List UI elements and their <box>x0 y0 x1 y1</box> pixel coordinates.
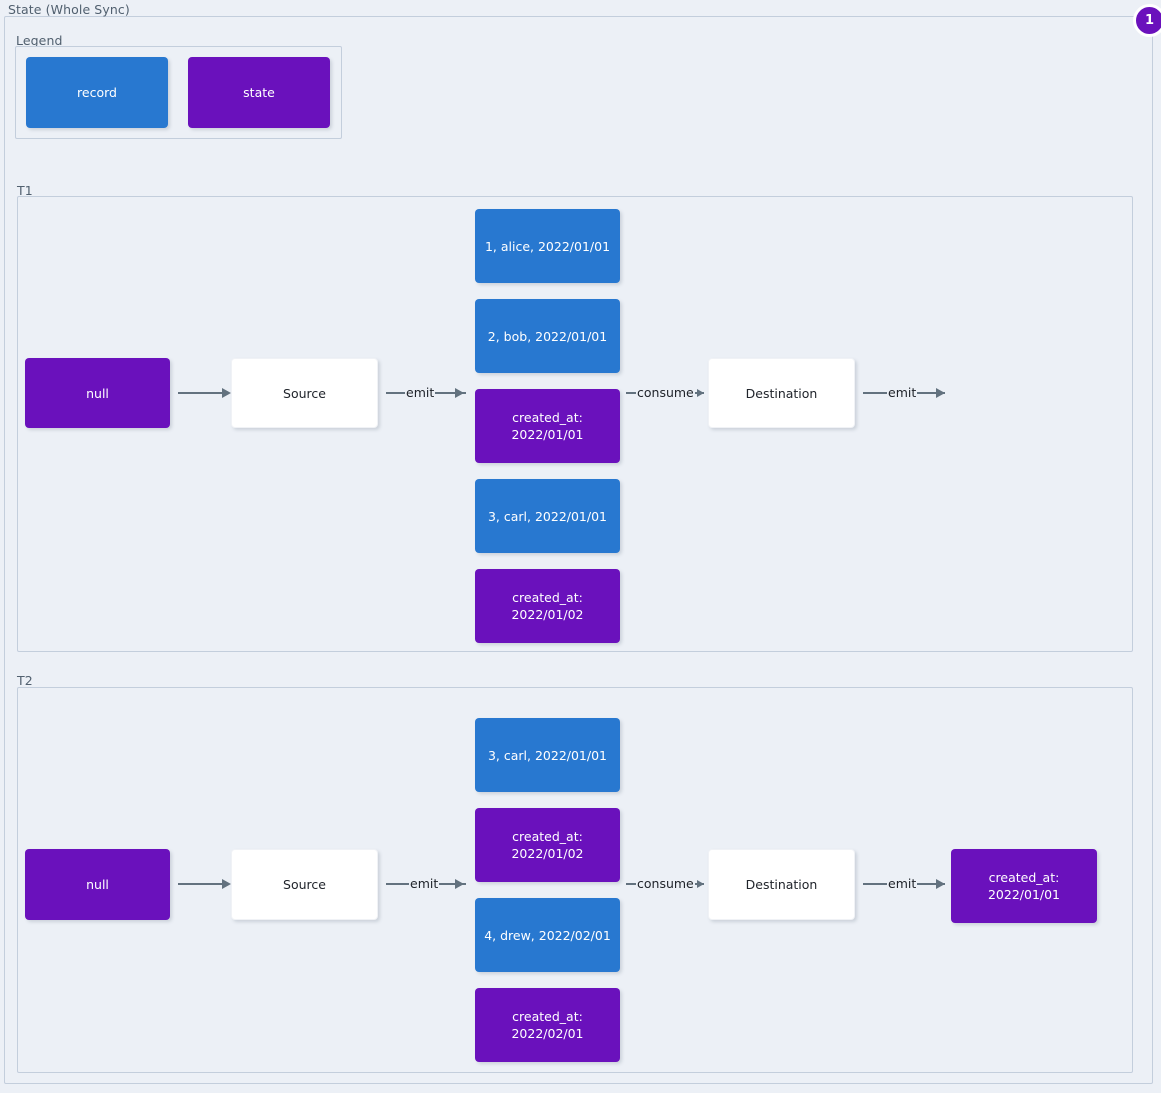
t1-initial-state-node: null <box>25 358 170 428</box>
step-badge[interactable]: 1 <box>1133 4 1161 37</box>
t1-edge-label-consume: consume <box>636 385 695 400</box>
t1-state-node-1: created_at: 2022/01/01 <box>475 389 620 463</box>
t1-arrowhead-1 <box>222 388 231 398</box>
t2-edge-state-to-source <box>178 883 224 885</box>
t2-arrowhead-1 <box>222 879 231 889</box>
t2-edge-label-consume: consume <box>636 876 695 891</box>
t1-record-node-3: 3, carl, 2022/01/01 <box>475 479 620 553</box>
legend-swatch-state: state <box>188 57 330 128</box>
t1-edge-label-emit: emit <box>405 385 436 400</box>
t1-record-node-1: 1, alice, 2022/01/01 <box>475 209 620 283</box>
t2-record-node-2: 4, drew, 2022/02/01 <box>475 898 620 972</box>
t1-arrowhead-2 <box>455 388 464 398</box>
t2-initial-state-node: null <box>25 849 170 920</box>
t2-source-node: Source <box>231 849 378 920</box>
t2-arrowhead-2 <box>455 879 464 889</box>
diagram-title: State (Whole Sync) <box>8 2 130 17</box>
t2-edge-label-emit: emit <box>409 876 440 891</box>
t1-arrowhead-3 <box>697 389 704 397</box>
t2-arrowhead-4 <box>936 879 945 889</box>
t2-record-node-1: 3, carl, 2022/01/01 <box>475 718 620 792</box>
t1-record-node-2: 2, bob, 2022/01/01 <box>475 299 620 373</box>
t2-edge-label-emit-2: emit <box>887 876 918 891</box>
t2-arrowhead-3 <box>697 880 704 888</box>
t1-arrowhead-4 <box>936 388 945 398</box>
t2-state-node-2: created_at: 2022/02/01 <box>475 988 620 1062</box>
legend-label: Legend <box>16 33 63 48</box>
section-label-t1: T1 <box>17 183 33 198</box>
t1-source-node: Source <box>231 358 378 428</box>
t1-edge-label-emit-2: emit <box>887 385 918 400</box>
t1-edge-state-to-source <box>178 392 224 394</box>
t2-destination-node: Destination <box>708 849 855 920</box>
t1-state-node-2: created_at: 2022/01/02 <box>475 569 620 643</box>
t2-state-node-1: created_at: 2022/01/02 <box>475 808 620 882</box>
t1-destination-node: Destination <box>708 358 855 428</box>
legend-swatch-record: record <box>26 57 168 128</box>
section-label-t2: T2 <box>17 673 33 688</box>
t2-final-state-node: created_at: 2022/01/01 <box>951 849 1097 923</box>
